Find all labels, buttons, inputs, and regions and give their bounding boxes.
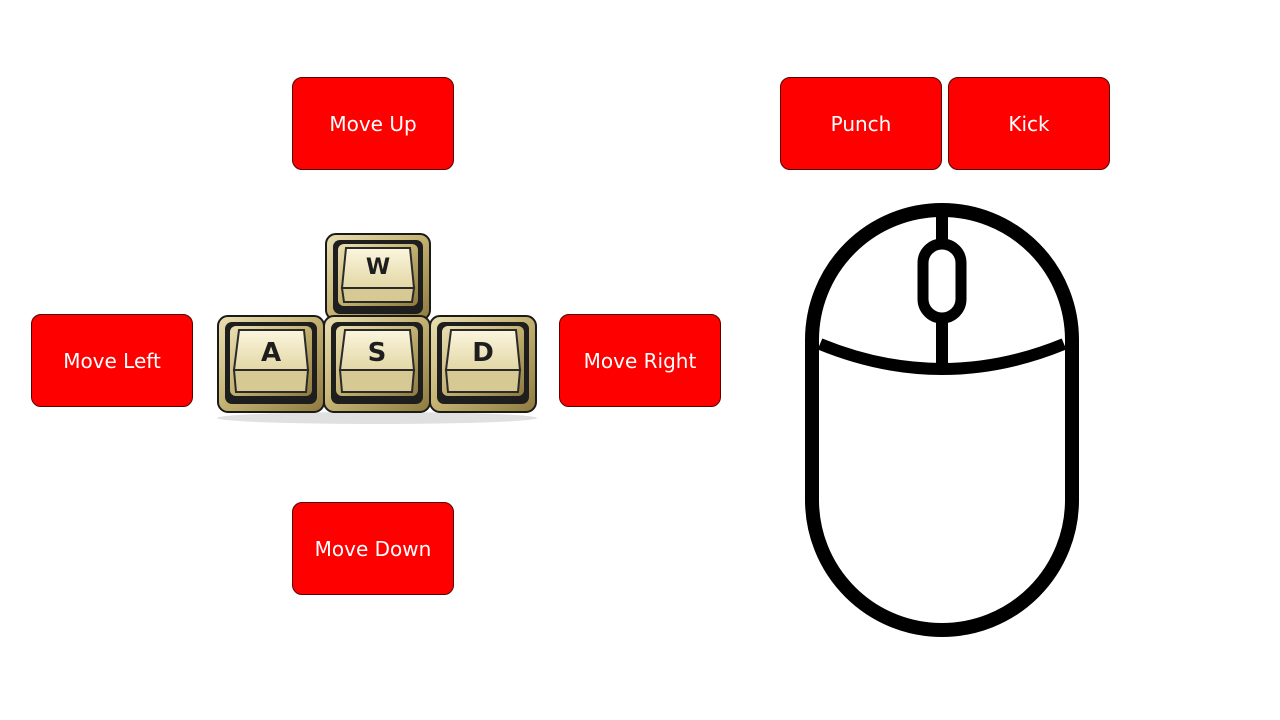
move-right-button[interactable]: Move Right xyxy=(559,314,721,407)
wasd-keys-icon: W A S D xyxy=(217,233,537,424)
a-key: A xyxy=(217,315,325,413)
w-key: W xyxy=(325,233,431,321)
move-up-button[interactable]: Move Up xyxy=(292,77,454,170)
s-key-label: S xyxy=(368,338,387,368)
move-down-button[interactable]: Move Down xyxy=(292,502,454,595)
a-key-label: A xyxy=(261,338,281,368)
s-key: S xyxy=(323,315,431,413)
move-left-button[interactable]: Move Left xyxy=(31,314,193,407)
d-key-label: D xyxy=(472,338,494,368)
mouse-icon xyxy=(805,203,1079,637)
kick-button[interactable]: Kick xyxy=(948,77,1110,170)
d-key: D xyxy=(429,315,537,413)
w-key-label: W xyxy=(366,255,390,280)
punch-button[interactable]: Punch xyxy=(780,77,942,170)
